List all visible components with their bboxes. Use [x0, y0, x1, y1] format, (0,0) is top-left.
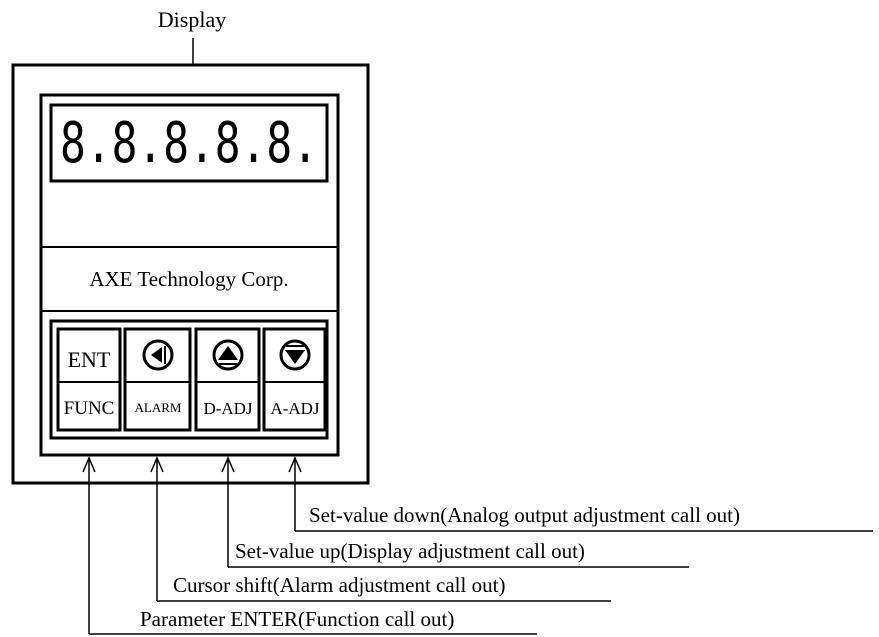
- brand-label: AXE Technology Corp.: [89, 267, 288, 291]
- key-top-label: ENT: [68, 347, 111, 372]
- key-bottom-label: ALARM: [135, 400, 182, 415]
- digit-display: [49, 103, 329, 183]
- key-down-aadj[interactable]: A-ADJ: [262, 327, 327, 432]
- callout-arrows: [82, 456, 302, 473]
- key-bottom-label: FUNC: [64, 398, 115, 419]
- key-bottom-label: D-ADJ: [203, 399, 252, 418]
- key-cursor-alarm[interactable]: ALARM: [123, 327, 192, 432]
- up-triangle-circle-icon: [212, 339, 244, 371]
- display-digits: 8.8.8.8.8.: [60, 111, 318, 176]
- callout-leaders: [88, 459, 873, 635]
- callout-set-value-up: Set-value up(Display adjustment call out…: [235, 539, 585, 563]
- callout-set-value-down: Set-value down(Analog output adjustment …: [309, 503, 740, 527]
- left-triangle-circle-icon: [142, 339, 174, 371]
- display-label: Display: [158, 7, 226, 32]
- key-bottom-label: A-ADJ: [270, 399, 319, 418]
- key-up-dadj[interactable]: D-ADJ: [194, 327, 261, 432]
- down-triangle-circle-icon: [279, 339, 311, 371]
- callout-cursor-shift: Cursor shift(Alarm adjustment call out): [173, 573, 505, 597]
- key-ent-func[interactable]: ENT FUNC: [56, 327, 122, 432]
- callout-parameter-enter: Parameter ENTER(Function call out): [140, 607, 454, 631]
